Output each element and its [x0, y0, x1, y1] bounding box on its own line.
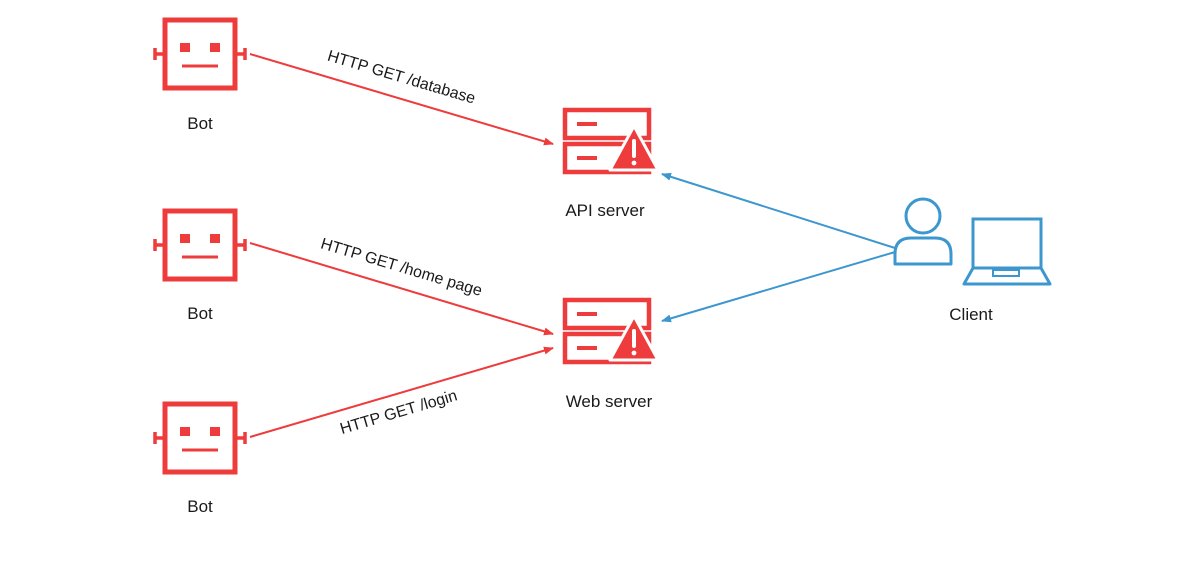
- client-node: Client: [893, 197, 1052, 324]
- robot-icon: [155, 211, 245, 279]
- bot-label: Bot: [187, 114, 213, 133]
- web-server-node: Web server: [565, 300, 658, 411]
- client-label: Client: [949, 305, 993, 324]
- edge-label: HTTP GET /home page: [319, 235, 484, 299]
- robot-icon: [155, 20, 245, 88]
- web-server-label: Web server: [566, 392, 653, 411]
- edge-bot1-api: HTTP GET /database: [249, 48, 554, 146]
- edge-client-api: [661, 172, 896, 249]
- robot-icon: [155, 404, 245, 472]
- bot-label: Bot: [187, 497, 213, 516]
- laptop-icon: [962, 217, 1052, 286]
- server-warning-icon: [565, 300, 658, 362]
- bot-node-1: Bot: [155, 20, 245, 133]
- api-server-label: API server: [565, 201, 645, 220]
- edge-bot3-web: HTTP GET /login: [249, 346, 554, 438]
- bot-node-2: Bot: [155, 211, 245, 323]
- api-server-node: API server: [565, 110, 658, 220]
- user-icon: [893, 197, 953, 266]
- edge-label: HTTP GET /login: [338, 387, 459, 438]
- edge-bot2-web: HTTP GET /home page: [249, 235, 554, 336]
- edge-client-web: [661, 251, 896, 323]
- bot-label: Bot: [187, 304, 213, 323]
- bot-node-3: Bot: [155, 404, 245, 516]
- server-warning-icon: [565, 110, 658, 172]
